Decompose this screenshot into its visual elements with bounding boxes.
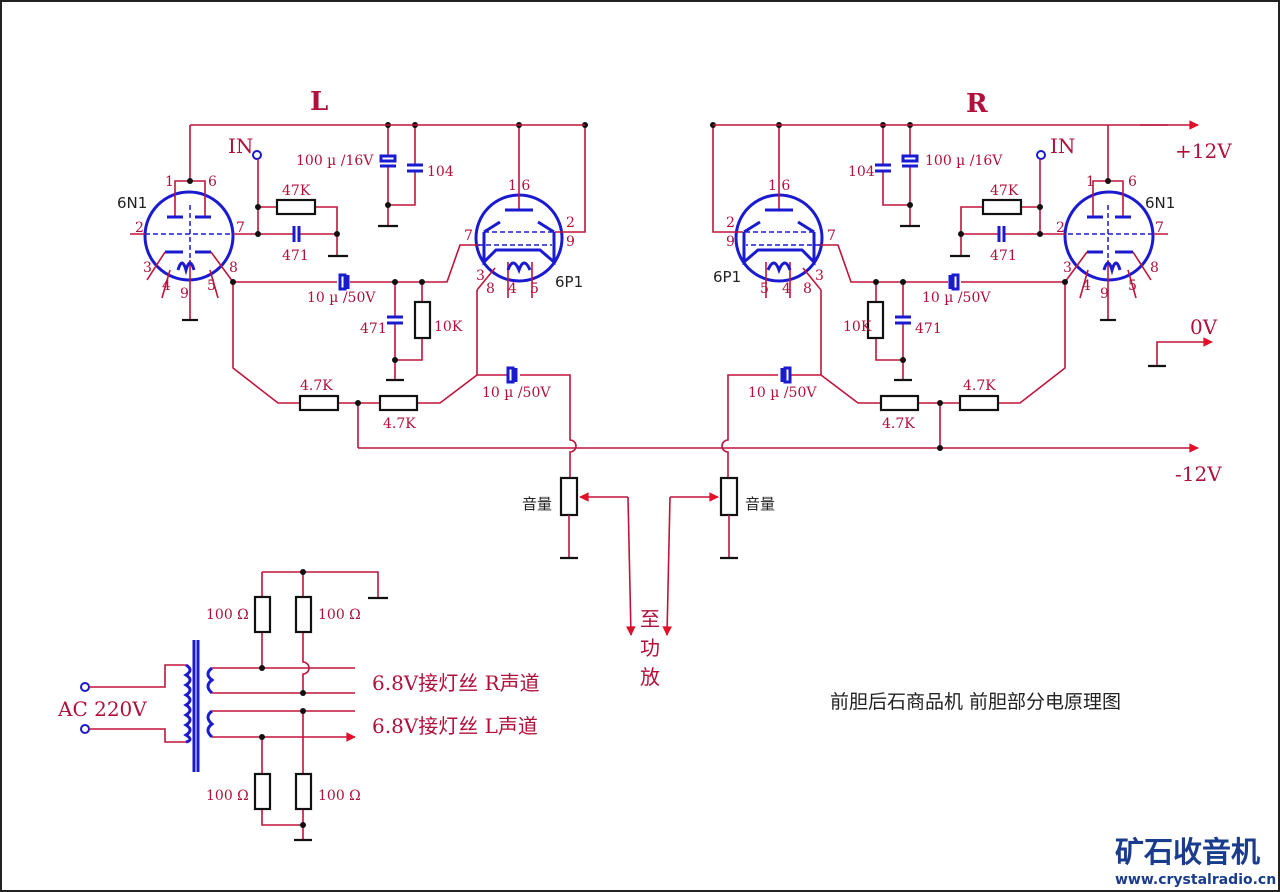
- svg-text:1 6: 1 6: [508, 178, 530, 194]
- svg-text:10 µ /50V: 10 µ /50V: [307, 290, 376, 306]
- svg-text:100 µ /16V: 100 µ /16V: [925, 153, 1003, 169]
- svg-text:8: 8: [803, 281, 812, 297]
- svg-text:3: 3: [815, 268, 824, 284]
- diagram-title: 前胆后石商品机 前胆部分电原理图: [830, 691, 1121, 713]
- svg-text:2: 2: [726, 215, 735, 231]
- svg-text:7: 7: [1155, 220, 1164, 236]
- svg-text:3: 3: [1063, 260, 1072, 276]
- volume-left-label: 音量: [522, 495, 552, 513]
- logo-name: 矿石收音机: [1115, 835, 1260, 869]
- svg-text:471: 471: [360, 321, 387, 337]
- logo-box: [1108, 828, 1278, 890]
- logo-url: www.crystalradio.cn: [1115, 872, 1276, 888]
- input-left-label: IN: [228, 134, 253, 158]
- output-label-2: 功: [640, 636, 660, 660]
- svg-text:8: 8: [486, 281, 495, 297]
- left-channel-circuit: [130, 122, 631, 635]
- svg-text:10 µ /50V: 10 µ /50V: [922, 290, 991, 306]
- psu-resistor-label: 100 Ω: [206, 607, 249, 623]
- svg-text:2: 2: [135, 220, 144, 236]
- input-right-label: IN: [1050, 134, 1075, 158]
- svg-text:3: 3: [476, 268, 485, 284]
- svg-text:9: 9: [180, 286, 189, 302]
- svg-text:8: 8: [229, 260, 238, 276]
- tube-6n1-left: 6N1: [117, 194, 147, 212]
- svg-text:9: 9: [1100, 286, 1109, 302]
- svg-text:6: 6: [1128, 174, 1137, 190]
- psu-resistor-label: 100 Ω: [206, 788, 249, 804]
- svg-text:7: 7: [827, 228, 836, 244]
- svg-text:4: 4: [162, 278, 171, 294]
- zero-volt-rail: [1156, 337, 1213, 366]
- svg-text:47K: 47K: [282, 183, 311, 199]
- ac-input-label: AC 220V: [57, 697, 147, 721]
- svg-text:5: 5: [207, 278, 216, 294]
- output-label-3: 放: [640, 665, 660, 689]
- svg-text:9: 9: [726, 234, 735, 250]
- svg-text:104: 104: [848, 164, 875, 180]
- svg-text:4: 4: [508, 281, 517, 297]
- component-labels: 100 µ /16V 104 47K 471 10 µ /50V 471 10K 4.7…: [282, 153, 1019, 432]
- svg-text:7: 7: [464, 228, 473, 244]
- output-label-1: 至: [640, 607, 660, 631]
- svg-text:4: 4: [782, 281, 791, 297]
- svg-text:2: 2: [566, 215, 575, 231]
- plus-12v-label: +12V: [1175, 139, 1232, 163]
- svg-text:7: 7: [236, 220, 245, 236]
- svg-text:10K: 10K: [434, 319, 463, 335]
- svg-text:4.7K: 4.7K: [963, 378, 996, 394]
- svg-text:104: 104: [427, 164, 454, 180]
- svg-text:4.7K: 4.7K: [882, 416, 915, 432]
- left-channel-label: L: [310, 87, 328, 117]
- zero-volt-label: 0V: [1190, 315, 1218, 339]
- svg-text:6: 6: [208, 174, 217, 190]
- svg-text:1 6: 1 6: [768, 178, 790, 194]
- power-transformer: [80, 569, 388, 842]
- svg-text:5: 5: [760, 281, 769, 297]
- svg-text:10 µ /50V: 10 µ /50V: [748, 385, 817, 401]
- svg-text:5: 5: [1128, 278, 1137, 294]
- psu-resistor-label: 100 Ω: [318, 788, 361, 804]
- tube-6p1-right: 6P1: [713, 268, 741, 286]
- svg-text:2: 2: [1056, 220, 1065, 236]
- svg-text:471: 471: [915, 321, 942, 337]
- svg-text:10 µ /50V: 10 µ /50V: [482, 385, 551, 401]
- svg-text:9: 9: [566, 234, 575, 250]
- tube-6p1-left: 6P1: [555, 273, 583, 291]
- svg-text:10K: 10K: [843, 319, 872, 335]
- heater-output-right: 6.8V接灯丝 R声道: [372, 671, 540, 695]
- right-channel-circuit: [667, 122, 1168, 635]
- svg-text:4.7K: 4.7K: [383, 416, 416, 432]
- heater-output-left: 6.8V接灯丝 L声道: [372, 714, 538, 738]
- svg-text:5: 5: [530, 281, 539, 297]
- minus-12v-label: -12V: [1175, 462, 1222, 486]
- svg-text:3: 3: [143, 260, 152, 276]
- svg-text:4: 4: [1082, 278, 1091, 294]
- svg-text:47K: 47K: [990, 183, 1019, 199]
- psu-resistor-label: 100 Ω: [318, 607, 361, 623]
- svg-text:100 µ /16V: 100 µ /16V: [296, 153, 374, 169]
- tube-6n1-right: 6N1: [1145, 194, 1175, 212]
- svg-text:471: 471: [990, 248, 1017, 264]
- svg-text:1: 1: [1086, 174, 1095, 190]
- svg-text:8: 8: [1150, 260, 1159, 276]
- svg-text:4.7K: 4.7K: [300, 378, 333, 394]
- right-channel-label: R: [966, 89, 988, 119]
- svg-text:471: 471: [282, 248, 309, 264]
- svg-text:1: 1: [165, 174, 174, 190]
- volume-right-label: 音量: [745, 495, 775, 513]
